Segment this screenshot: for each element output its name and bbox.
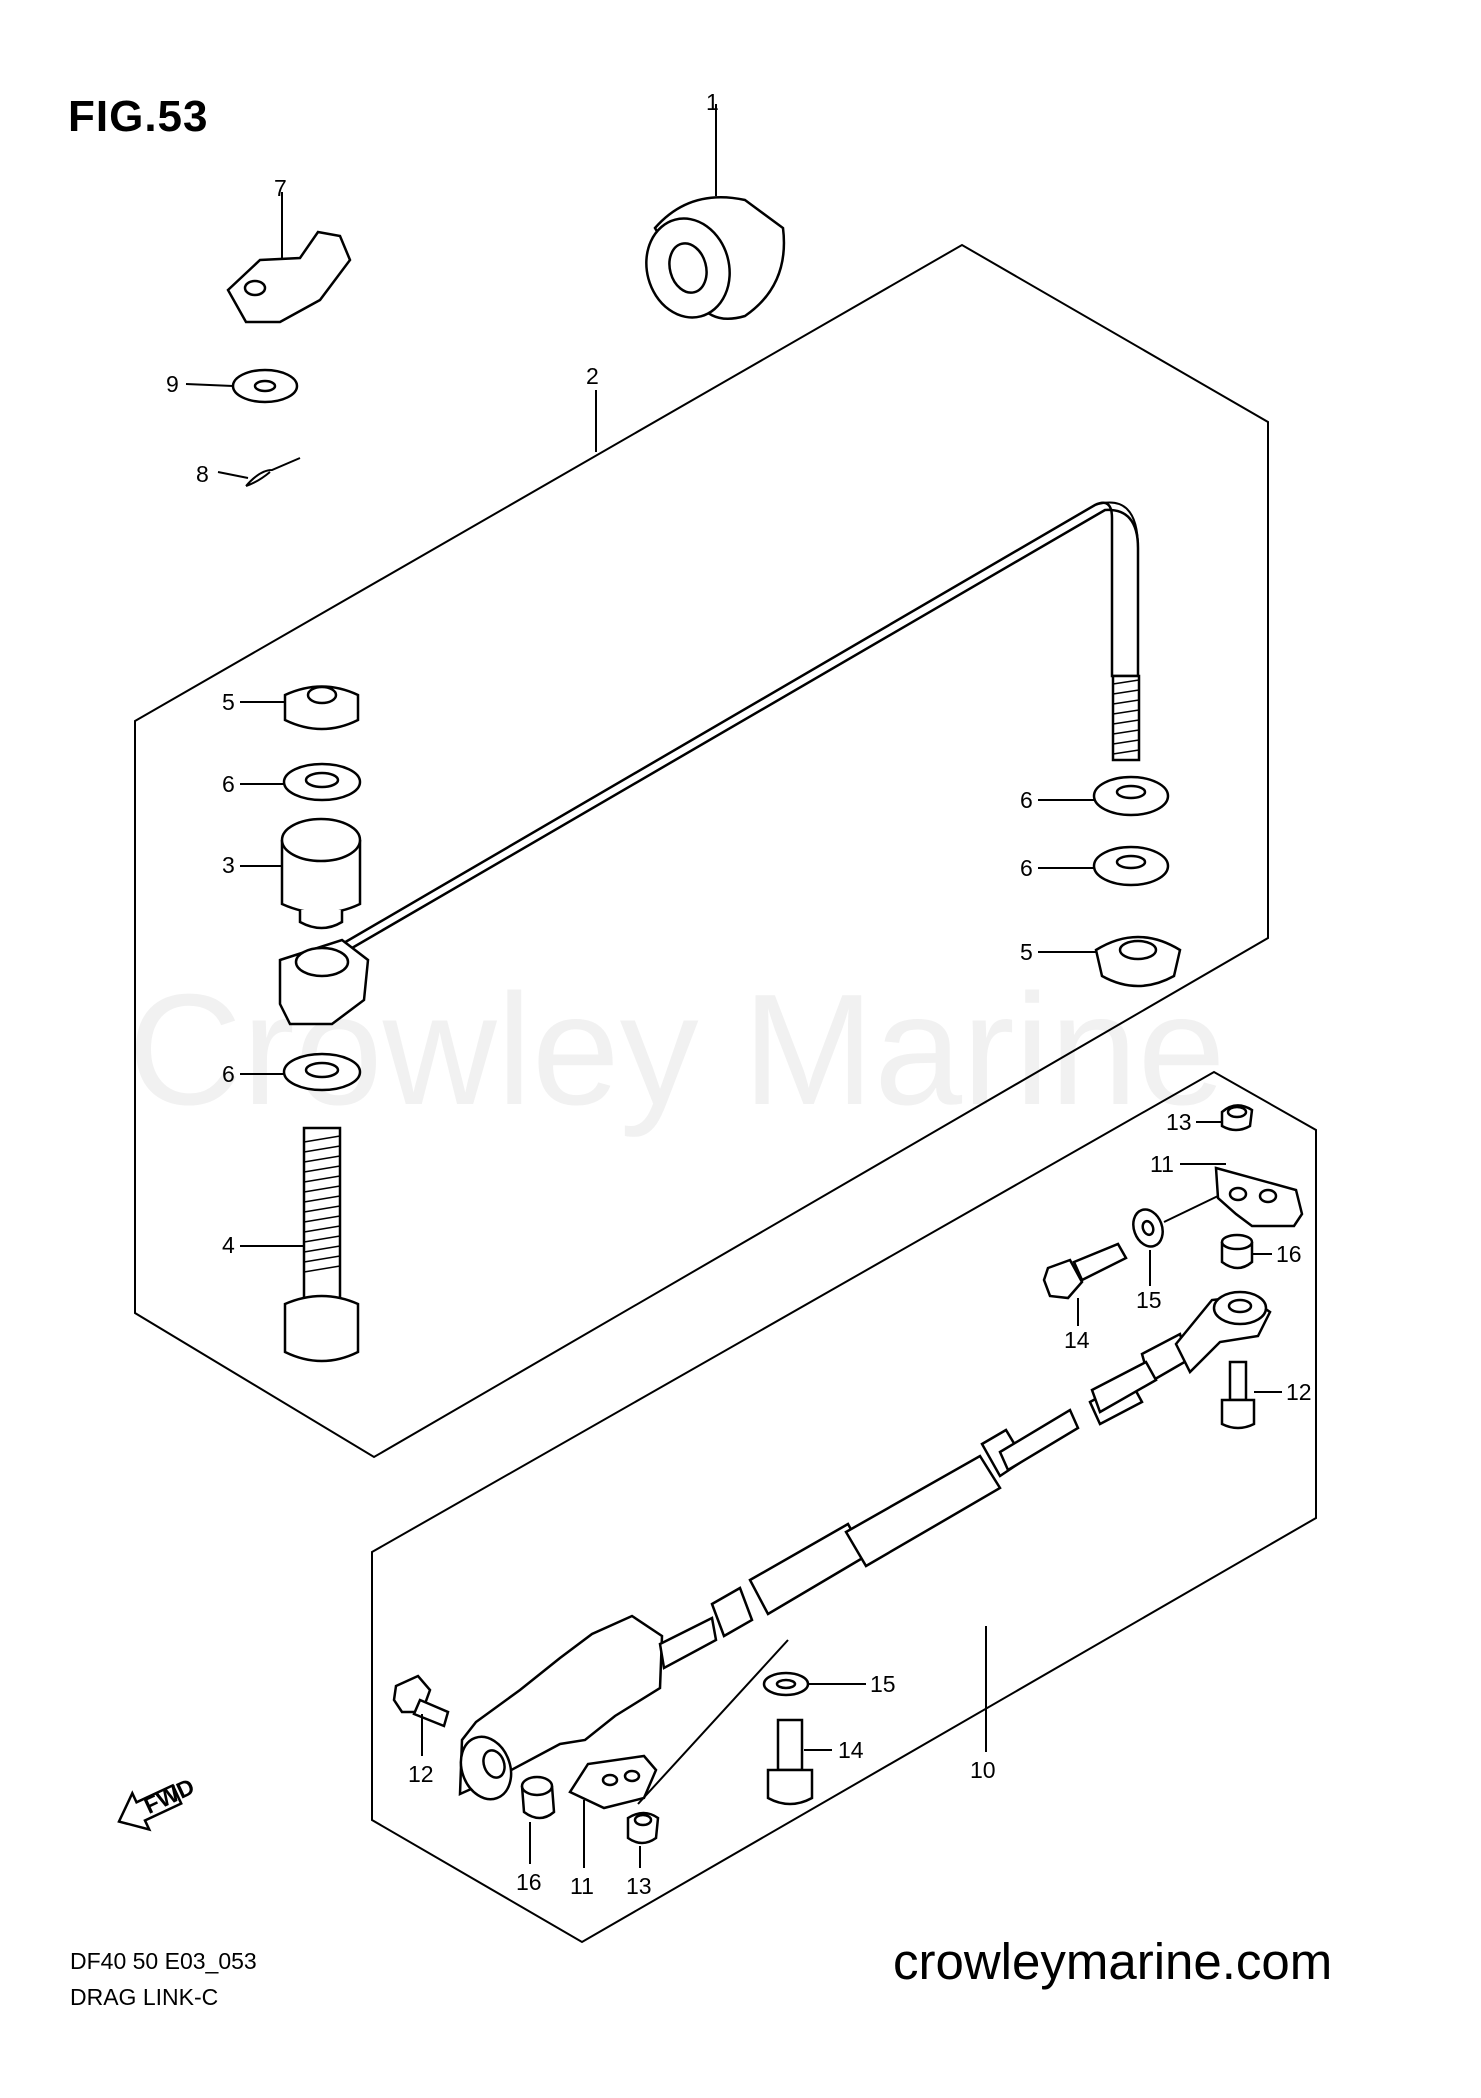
- callout-8: 8: [196, 461, 209, 487]
- part-6-washer-left-upper: [240, 762, 362, 802]
- upper-assembly-frame: [134, 243, 1269, 1459]
- callout-2: 2: [586, 363, 599, 389]
- part-13-nut-upper: [1196, 1104, 1254, 1132]
- callout-6-right-lower: 6: [1020, 855, 1033, 881]
- part-10-tie-rod: [458, 1290, 1272, 1801]
- callout-11-lower: 11: [570, 1873, 594, 1899]
- part-7-end-piece: [226, 192, 352, 324]
- callout-14-lower: 14: [838, 1737, 864, 1763]
- part-13-nut-lower: [626, 1811, 660, 1868]
- website-text: crowleymarine.com: [893, 1933, 1333, 1990]
- callout-4: 4: [222, 1232, 235, 1258]
- callout-6-left-lower: 6: [222, 1061, 235, 1087]
- callout-14-upper: 14: [1064, 1327, 1090, 1353]
- part-15-washer-upper: [1132, 1195, 1219, 1286]
- part-8-cotter-pin: [217, 457, 301, 487]
- part-6-washer-right-upper: [1038, 775, 1170, 817]
- callout-1: 1: [706, 89, 719, 115]
- callout-5-left: 5: [222, 689, 235, 715]
- callout-6-right-upper: 6: [1020, 787, 1033, 813]
- part-14-bolt-lower: [766, 1718, 832, 1806]
- callout-12-upper: 12: [1286, 1379, 1312, 1405]
- part-16-collar-lower: [520, 1775, 556, 1864]
- part-5-nut-right: [1038, 935, 1182, 988]
- callout-10: 10: [970, 1757, 996, 1783]
- part-15-washer-lower: [762, 1671, 866, 1697]
- callout-16-lower: 16: [516, 1869, 542, 1895]
- part-6-washer-right-lower: [1038, 845, 1170, 887]
- part-11-bracket-upper: [1180, 1163, 1304, 1228]
- part-2-drag-link-rod: [278, 390, 1141, 1026]
- lower-assembly-frame: [371, 1070, 1317, 1944]
- callout-16-upper: 16: [1276, 1241, 1302, 1267]
- part-9-washer: [185, 368, 299, 404]
- callout-9: 9: [166, 371, 179, 397]
- callout-6-left-upper: 6: [222, 771, 235, 797]
- callout-13-upper: 13: [1166, 1109, 1192, 1135]
- callout-3: 3: [222, 852, 235, 878]
- callout-15-lower: 15: [870, 1671, 896, 1697]
- assembly-guide-line: [637, 1639, 789, 1805]
- callout-5-right: 5: [1020, 939, 1033, 965]
- diagram-name: DRAG LINK-C: [70, 1984, 219, 2010]
- callout-11-upper: 11: [1150, 1151, 1174, 1177]
- part-5-nut-left: [240, 685, 360, 731]
- diagram-code: DF40 50 E03_053: [70, 1948, 257, 1974]
- part-16-collar-upper: [1220, 1233, 1272, 1270]
- figure-title: FIG.53: [68, 92, 209, 141]
- part-12-bolt-lower: [392, 1674, 450, 1756]
- part-6-washer-left-lower: [240, 1052, 362, 1092]
- part-11-bracket-lower: [568, 1754, 658, 1868]
- callout-12-lower: 12: [408, 1761, 434, 1787]
- fwd-label: FWD: [140, 1773, 198, 1819]
- callout-7: 7: [274, 175, 287, 201]
- part-14-bolt-upper: [1042, 1242, 1128, 1326]
- callout-13-lower: 13: [626, 1873, 652, 1899]
- part-3-sleeve: [240, 817, 362, 930]
- part-12-bolt-upper: [1220, 1360, 1282, 1430]
- part-1-bushing: [645, 104, 786, 320]
- callout-15-upper: 15: [1136, 1287, 1162, 1313]
- part-4-bolt: [240, 1126, 360, 1363]
- fwd-arrow-icon: FWD: [117, 1773, 198, 1832]
